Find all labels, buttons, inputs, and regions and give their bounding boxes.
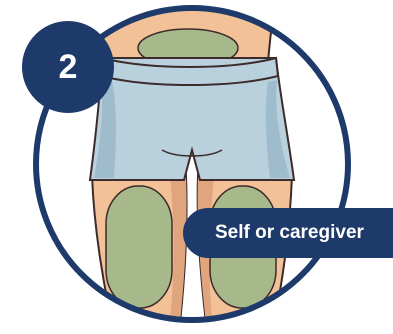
role-label-pill: Self or caregiver bbox=[183, 208, 393, 258]
right-thigh-injection-site bbox=[106, 186, 172, 308]
role-label: Self or caregiver bbox=[215, 222, 364, 244]
step-number: 2 bbox=[59, 48, 78, 87]
step-number-badge: 2 bbox=[22, 21, 114, 113]
